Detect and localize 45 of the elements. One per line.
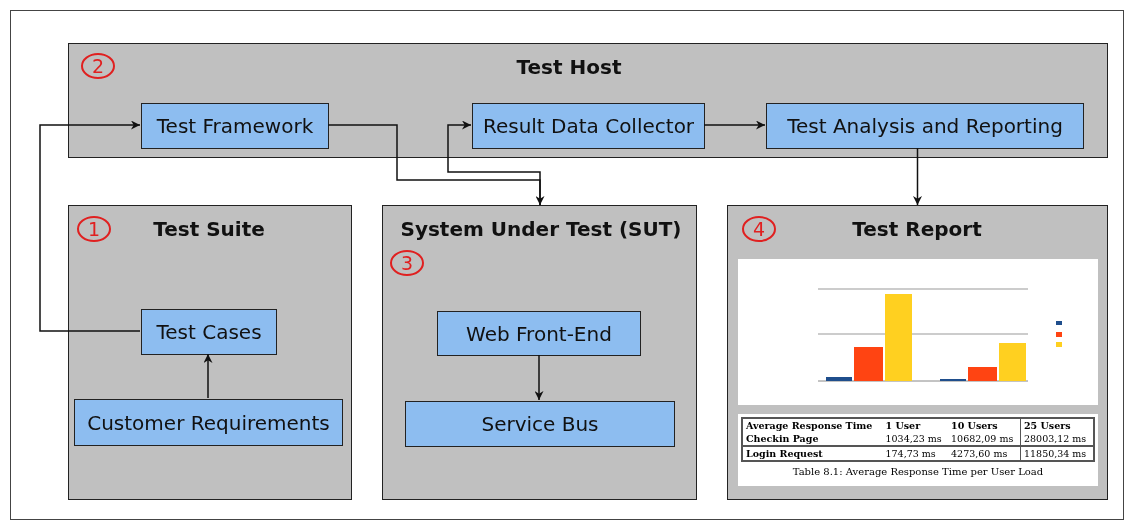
callout-number: 4 bbox=[742, 216, 776, 242]
process-box bbox=[405, 401, 675, 447]
group-panel bbox=[382, 205, 697, 500]
arrow bbox=[703, 120, 766, 130]
group-title: Test Host bbox=[516, 55, 622, 79]
box-label: Customer Requirements bbox=[87, 410, 330, 435]
process-box bbox=[472, 103, 705, 149]
box-label: Test Cases bbox=[156, 320, 262, 344]
arrow bbox=[39, 120, 141, 332]
value-text: 1034,23 ms bbox=[885, 433, 942, 444]
box-label: Web Front-End bbox=[466, 321, 612, 346]
value-text: 11850,34 ms bbox=[1024, 448, 1087, 459]
arrow bbox=[534, 354, 544, 401]
process-box bbox=[766, 103, 1084, 149]
process-box bbox=[74, 399, 343, 446]
callout-number: 3 bbox=[390, 250, 424, 276]
process-box bbox=[437, 311, 641, 356]
arrow bbox=[203, 353, 213, 399]
group-title: Test Report bbox=[852, 217, 982, 241]
value-text: 10682,09 ms bbox=[951, 433, 1014, 444]
column-header: Average Response Time bbox=[746, 420, 873, 431]
process-box bbox=[141, 103, 329, 149]
row-label: Login Request bbox=[746, 448, 823, 459]
group-panel bbox=[727, 205, 1108, 500]
group-title: System Under Test (SUT) bbox=[400, 217, 682, 241]
process-box bbox=[141, 309, 277, 355]
value-text: 4273,60 ms bbox=[951, 448, 1008, 459]
box-label: Test Framework bbox=[156, 114, 314, 138]
group-panel bbox=[68, 43, 1108, 158]
callout-number: 1 bbox=[77, 216, 111, 242]
callout-number: 2 bbox=[81, 53, 115, 79]
arrow bbox=[913, 147, 922, 206]
value-text: 28003,12 ms bbox=[1024, 433, 1087, 444]
box-label: Result Data Collector bbox=[482, 114, 695, 138]
column-header: 10 Users bbox=[951, 420, 998, 431]
group-title: Test Suite bbox=[153, 217, 265, 241]
group-panel bbox=[68, 205, 352, 500]
box-label: Test Analysis and Reporting bbox=[787, 114, 1063, 138]
box-label: Service Bus bbox=[481, 412, 599, 436]
table-caption: Table 8.1: Average Response Time per User Load bbox=[791, 466, 1045, 477]
value-text: 174,73 ms bbox=[885, 448, 936, 459]
column-header: 25 Users bbox=[1024, 420, 1071, 431]
arrow bbox=[447, 120, 541, 206]
column-header: 1 User bbox=[885, 420, 921, 431]
row-label: Checkin Page bbox=[746, 433, 819, 444]
